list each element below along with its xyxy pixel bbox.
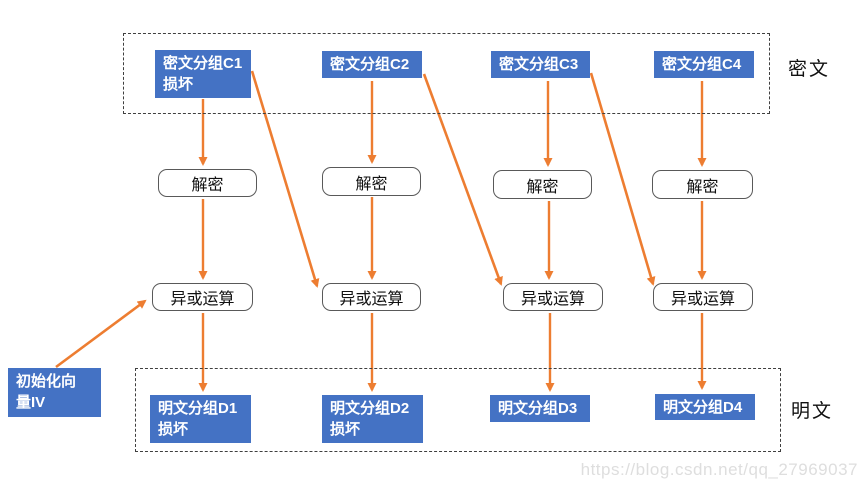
node-plain-block-d3: 明文分组D3 [490, 395, 590, 422]
node-decrypt-3: 解密 [493, 170, 592, 199]
plaintext-group-label: 明文 [791, 401, 834, 422]
node-cipher-block-c1: 密文分组C1 损坏 [155, 50, 251, 98]
watermark-url: https://blog.csdn.net/qq_27969037 [580, 460, 858, 479]
ciphertext-group-label: 密文 [788, 59, 831, 80]
arrow-iv-to-xor1 [55, 299, 147, 369]
node-cipher-block-c3: 密文分组C3 [491, 51, 590, 78]
node-plain-block-d4: 明文分组D4 [655, 394, 755, 420]
node-decrypt-1: 解密 [158, 169, 257, 197]
node-cipher-block-c2: 密文分组C2 [322, 51, 422, 78]
node-xor-2: 异或运算 [322, 283, 421, 311]
node-xor-3: 异或运算 [503, 283, 603, 311]
node-iv: 初始化向 量IV [8, 368, 101, 417]
node-cipher-block-c4: 密文分组C4 [654, 51, 754, 78]
ciphertext-group-box [123, 33, 770, 114]
node-plain-block-d1: 明文分组D1 损坏 [150, 395, 251, 443]
node-decrypt-2: 解密 [322, 167, 421, 196]
node-decrypt-4: 解密 [652, 170, 753, 199]
node-plain-block-d2: 明文分组D2 损坏 [322, 395, 423, 443]
plaintext-group-box [135, 368, 781, 452]
node-xor-1: 异或运算 [152, 283, 253, 311]
node-xor-4: 异或运算 [653, 283, 753, 311]
